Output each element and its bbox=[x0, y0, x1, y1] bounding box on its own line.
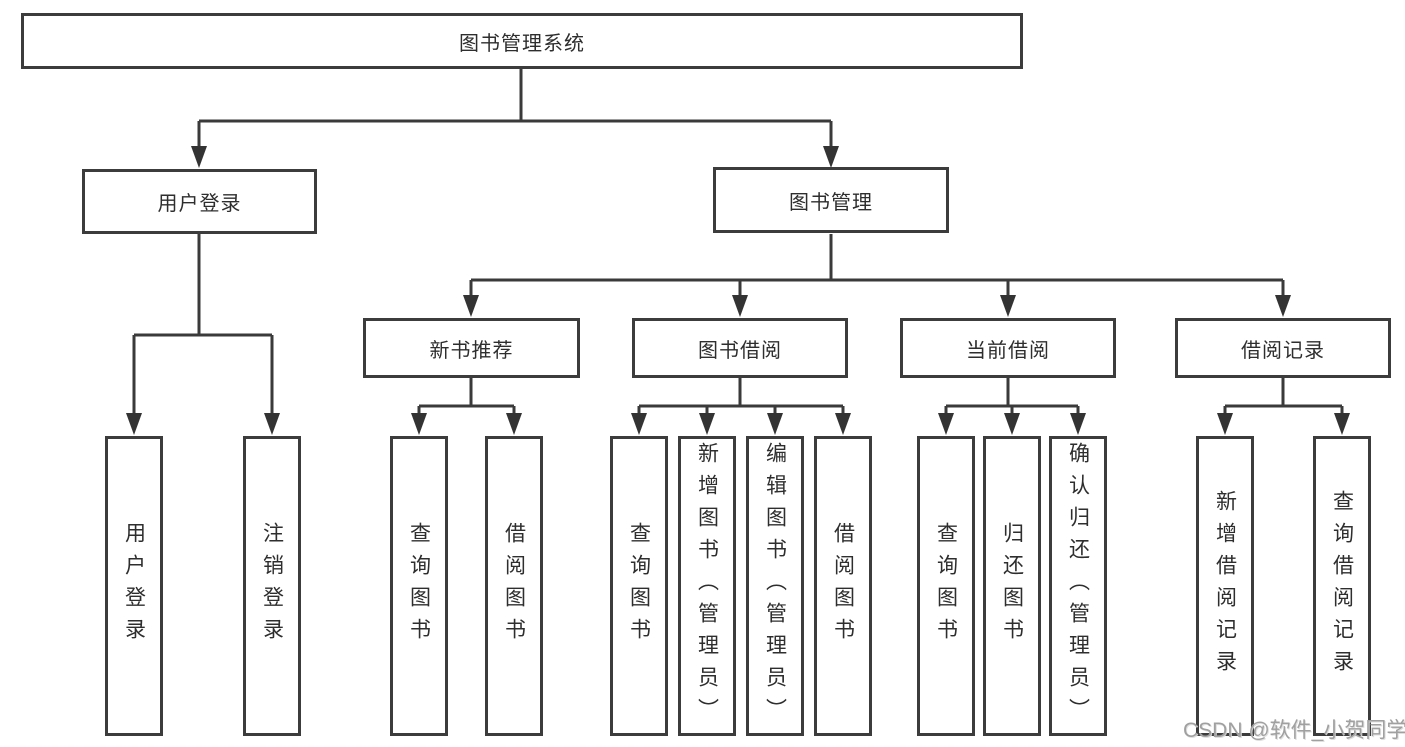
leaf-query-books-recommend-label: 查询图书 bbox=[407, 522, 431, 650]
node-user-login: 用户登录 bbox=[82, 169, 317, 234]
leaf-logout: 注销登录 bbox=[243, 436, 301, 736]
leaf-borrow-books: 借阅图书 bbox=[814, 436, 872, 736]
leaf-add-borrow-record-label: 新增借阅记录 bbox=[1213, 490, 1237, 682]
leaf-confirm-return-admin-label: 确认归还（管理员） bbox=[1066, 442, 1090, 730]
node-new-book-recommend-label: 新书推荐 bbox=[429, 339, 514, 362]
node-user-login-label: 用户登录 bbox=[157, 193, 242, 215]
node-current-borrow-label: 当前借阅 bbox=[966, 339, 1050, 362]
leaf-query-books-recommend: 查询图书 bbox=[390, 436, 448, 736]
node-root: 图书管理系统 bbox=[21, 13, 1023, 69]
node-book-management-label: 图书管理 bbox=[789, 191, 873, 214]
leaf-return-books: 归还图书 bbox=[983, 436, 1041, 736]
node-current-borrow: 当前借阅 bbox=[900, 318, 1116, 378]
node-borrow-records: 借阅记录 bbox=[1175, 318, 1391, 378]
leaf-query-borrow-record-label: 查询借阅记录 bbox=[1330, 490, 1354, 682]
node-new-book-recommend: 新书推荐 bbox=[363, 318, 580, 378]
leaf-add-borrow-record: 新增借阅记录 bbox=[1196, 436, 1254, 736]
leaf-edit-books-admin: 编辑图书（管理员） bbox=[746, 436, 804, 736]
leaf-query-borrow-record: 查询借阅记录 bbox=[1313, 436, 1371, 736]
leaf-add-books-admin-label: 新增图书（管理员） bbox=[695, 442, 719, 730]
leaf-user-login-label: 用户登录 bbox=[122, 522, 146, 650]
leaf-user-login: 用户登录 bbox=[105, 436, 163, 736]
leaf-confirm-return-admin: 确认归还（管理员） bbox=[1049, 436, 1107, 736]
csdn-watermark: CSDN @软件_小贺同学 bbox=[1183, 719, 1405, 742]
node-borrow-records-label: 借阅记录 bbox=[1241, 339, 1325, 362]
leaf-query-books-borrow-label: 查询图书 bbox=[627, 522, 651, 650]
leaf-borrow-books-label: 借阅图书 bbox=[831, 522, 855, 650]
leaf-logout-label: 注销登录 bbox=[260, 522, 284, 650]
node-book-borrow: 图书借阅 bbox=[632, 318, 848, 378]
leaf-borrow-books-recommend-label: 借阅图书 bbox=[502, 522, 526, 650]
leaf-query-books-current-label: 查询图书 bbox=[934, 522, 958, 650]
node-book-borrow-label: 图书借阅 bbox=[698, 339, 782, 362]
leaf-add-books-admin: 新增图书（管理员） bbox=[678, 436, 736, 736]
leaf-borrow-books-recommend: 借阅图书 bbox=[485, 436, 543, 736]
leaf-return-books-label: 归还图书 bbox=[1000, 522, 1024, 650]
node-root-label: 图书管理系统 bbox=[459, 32, 585, 55]
leaf-query-books-borrow: 查询图书 bbox=[610, 436, 668, 736]
leaf-edit-books-admin-label: 编辑图书（管理员） bbox=[763, 442, 787, 730]
leaf-query-books-current: 查询图书 bbox=[917, 436, 975, 736]
node-book-management: 图书管理 bbox=[713, 167, 949, 233]
